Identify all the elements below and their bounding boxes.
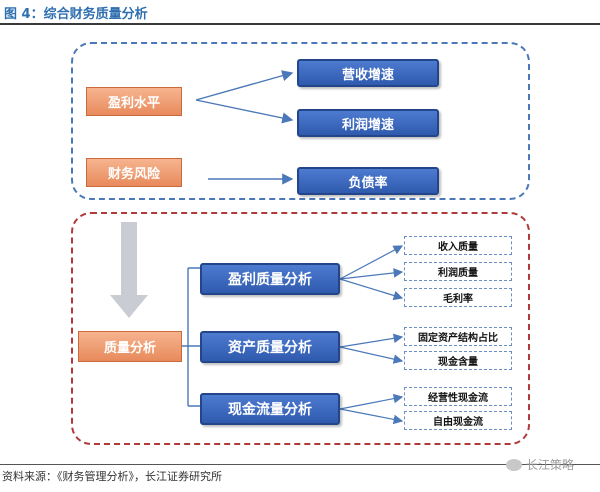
top-section-frame xyxy=(71,42,530,200)
arrow-profit-to-profitgrowth xyxy=(195,99,294,124)
detail-cash-content: 现金含量 xyxy=(404,351,512,370)
profit-level-box: 盈利水平 xyxy=(86,87,182,116)
revenue-growth-box: 营收增速 xyxy=(297,59,439,87)
arrow-cf-1 xyxy=(339,393,404,410)
cashflow-quality-analysis-box: 现金流量分析 xyxy=(200,393,340,425)
bottom-section-frame xyxy=(71,212,530,445)
detail-free-cashflow: 自由现金流 xyxy=(404,411,512,430)
profit-growth-box: 利润增速 xyxy=(297,109,439,137)
wechat-icon xyxy=(506,458,522,471)
watermark-text: 长江策略 xyxy=(526,458,575,472)
detail-profit-quality: 利润质量 xyxy=(404,262,512,281)
arrow-pq-2 xyxy=(339,268,404,280)
figure-title: 图 4：综合财务质量分析 xyxy=(4,7,148,22)
arrow-cf-2 xyxy=(339,408,404,425)
arrow-aq-2 xyxy=(339,346,404,364)
arrow-aq-1 xyxy=(339,333,404,348)
arrow-pq-3 xyxy=(339,278,404,301)
watermark: 长江策略 xyxy=(506,456,574,473)
detail-revenue-quality: 收入质量 xyxy=(404,236,512,255)
profit-quality-analysis-box: 盈利质量分析 xyxy=(200,263,340,295)
debt-ratio-box: 负债率 xyxy=(297,167,439,195)
source-note: 资料来源：《财务管理分析》，长江证券研究所 xyxy=(2,470,222,483)
title-divider xyxy=(0,23,600,25)
down-arrow-icon xyxy=(110,222,148,318)
detail-fixed-asset-ratio: 固定资产结构占比 xyxy=(404,327,512,346)
quality-analysis-box: 质量分析 xyxy=(78,331,182,362)
asset-quality-analysis-box: 资产质量分析 xyxy=(200,331,340,363)
detail-operating-cashflow: 经营性现金流 xyxy=(404,387,512,406)
financial-risk-box: 财务风险 xyxy=(86,158,182,187)
detail-gross-margin: 毛利率 xyxy=(404,288,512,307)
bracket-quality xyxy=(182,267,200,407)
arrow-pq-1 xyxy=(339,245,404,280)
source-divider xyxy=(0,464,600,465)
arrow-profit-to-revenue xyxy=(195,70,294,101)
